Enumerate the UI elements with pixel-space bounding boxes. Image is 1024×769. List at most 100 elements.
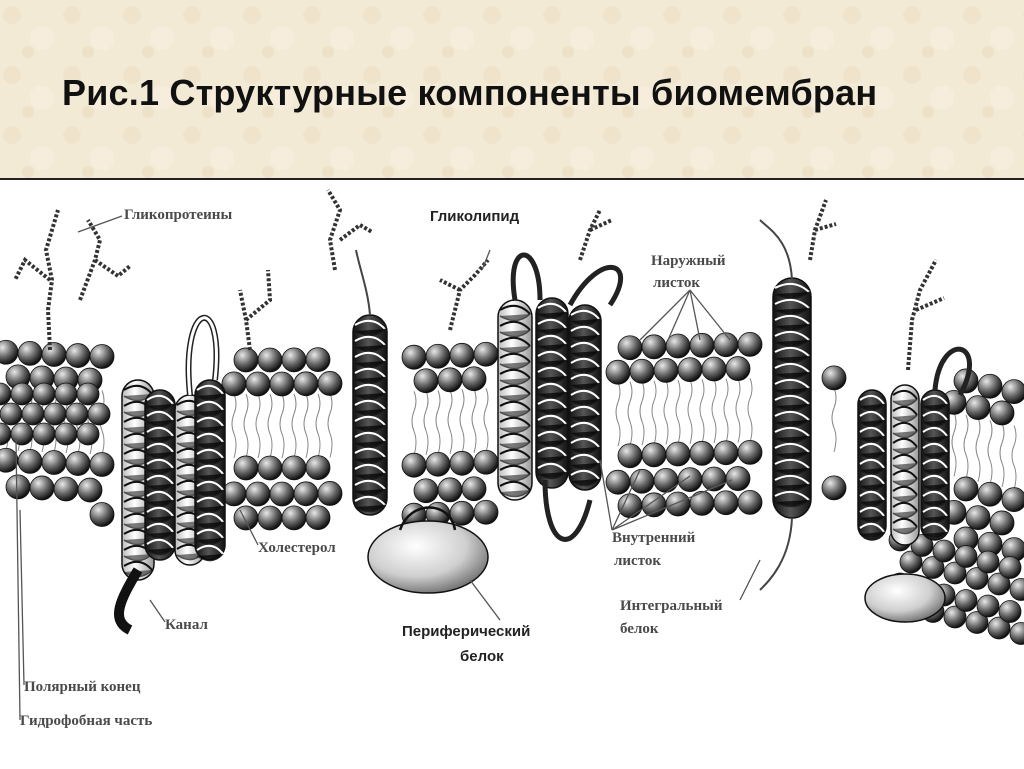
phospholipid-head bbox=[306, 506, 330, 530]
phospholipid-head bbox=[1010, 623, 1024, 645]
helix-loop bbox=[513, 255, 540, 300]
phospholipid-head bbox=[955, 546, 977, 568]
phospholipid-head bbox=[990, 511, 1014, 535]
phospholipid-head bbox=[318, 481, 342, 505]
label-glycolipid: Гликолипид bbox=[430, 206, 519, 228]
phospholipid-head bbox=[978, 374, 1002, 398]
phospholipid-head bbox=[234, 348, 258, 372]
membrane-diagram bbox=[0, 180, 1024, 769]
helix-loop bbox=[570, 267, 621, 305]
phospholipid-head bbox=[33, 383, 55, 405]
phospholipid-head bbox=[66, 344, 90, 368]
lipid-tail bbox=[448, 390, 452, 454]
phospholipid-head bbox=[222, 372, 246, 396]
phospholipid-head bbox=[258, 506, 282, 530]
phospholipid-head bbox=[282, 348, 306, 372]
phospholipid-head bbox=[0, 423, 11, 445]
phospholipid-head bbox=[955, 590, 977, 612]
phospholipid-head bbox=[282, 506, 306, 530]
phospholipid-head bbox=[33, 423, 55, 445]
phospholipid-head bbox=[462, 367, 486, 391]
alpha-helix bbox=[353, 315, 387, 515]
alpha-helix bbox=[921, 390, 949, 540]
phospholipid-head bbox=[966, 396, 990, 420]
phospholipid-head bbox=[18, 341, 42, 365]
label-channel: Канал bbox=[165, 616, 208, 634]
phospholipid-head bbox=[246, 372, 270, 396]
phospholipid-head bbox=[282, 456, 306, 480]
lipid-tail bbox=[244, 394, 248, 458]
lipid-tail bbox=[256, 394, 260, 458]
lipid-tail bbox=[688, 380, 692, 444]
phospholipid-head bbox=[90, 503, 114, 527]
phospholipid-head bbox=[42, 450, 66, 474]
phospholipid-head bbox=[11, 423, 33, 445]
phospholipid-head bbox=[414, 369, 438, 393]
phospholipid-head bbox=[402, 345, 426, 369]
label-integral-protein-1: Интегральный bbox=[620, 597, 722, 615]
phospholipid-head bbox=[234, 456, 258, 480]
phospholipid-head bbox=[690, 491, 714, 515]
leader-line bbox=[20, 510, 24, 685]
sugar-chain bbox=[328, 190, 340, 270]
label-outer-leaflet-2: листок bbox=[653, 274, 700, 292]
sugar-chain bbox=[450, 260, 488, 330]
phospholipid-head bbox=[306, 348, 330, 372]
helix-loop bbox=[119, 570, 138, 630]
phospholipid-head bbox=[606, 470, 630, 494]
phospholipid-head bbox=[990, 401, 1014, 425]
alpha-helix bbox=[195, 380, 225, 561]
phospholipid-head bbox=[1002, 380, 1024, 404]
phospholipid-head bbox=[702, 357, 726, 381]
phospholipid-head bbox=[738, 440, 762, 464]
lipid-tail bbox=[652, 381, 656, 445]
phospholipid-head bbox=[55, 383, 77, 405]
phospholipid-head bbox=[402, 453, 426, 477]
phospholipid-head bbox=[258, 348, 282, 372]
lipid-tail bbox=[736, 379, 740, 443]
sugar-chain bbox=[580, 210, 600, 260]
phospholipid-head bbox=[933, 540, 955, 562]
protein-stalk bbox=[356, 250, 370, 315]
phospholipid-head bbox=[738, 490, 762, 514]
phospholipid-head bbox=[978, 482, 1002, 506]
phospholipid-head bbox=[474, 500, 498, 524]
leader-line bbox=[740, 560, 760, 600]
phospholipid-head bbox=[606, 360, 630, 384]
phospholipid-head bbox=[246, 482, 270, 506]
label-hydrophobic-part: Гидрофобная часть bbox=[20, 712, 152, 730]
label-polar-head: Полярный конец bbox=[24, 678, 140, 696]
phospholipid-head bbox=[11, 383, 33, 405]
phospholipid-head bbox=[55, 423, 77, 445]
phospholipid-head bbox=[270, 372, 294, 396]
phospholipid-head bbox=[294, 482, 318, 506]
lipid-tail bbox=[676, 380, 680, 444]
lipid-tail bbox=[640, 381, 644, 445]
phospholipid-head bbox=[690, 441, 714, 465]
peripheral-protein-blob bbox=[865, 574, 945, 622]
lipid-tail bbox=[328, 393, 332, 457]
alpha-helix bbox=[498, 300, 532, 500]
phospholipid-head bbox=[654, 468, 678, 492]
lipid-tail bbox=[460, 389, 464, 453]
phospholipid-head bbox=[954, 477, 978, 501]
lipid-tail bbox=[484, 388, 488, 452]
phospholipid-head bbox=[318, 371, 342, 395]
sugar-chain bbox=[340, 225, 372, 240]
phospholipid-head bbox=[726, 467, 750, 491]
label-inner-leaflet-1: Внутренний bbox=[612, 529, 695, 547]
leader-line bbox=[150, 600, 165, 622]
phospholipid-head bbox=[618, 494, 642, 518]
leader-line bbox=[640, 290, 730, 340]
lipid-tail bbox=[232, 394, 236, 458]
phospholipid-head bbox=[999, 557, 1021, 579]
phospholipid-head bbox=[618, 444, 642, 468]
lipid-tail bbox=[832, 388, 836, 452]
phospholipid-head bbox=[426, 452, 450, 476]
lipid-tail bbox=[724, 379, 728, 443]
phospholipid-head bbox=[690, 333, 714, 357]
phospholipid-head bbox=[726, 357, 750, 381]
label-outer-leaflet-1: Наружный bbox=[651, 252, 726, 270]
phospholipid-head bbox=[714, 333, 738, 357]
phospholipid-head bbox=[22, 403, 44, 425]
